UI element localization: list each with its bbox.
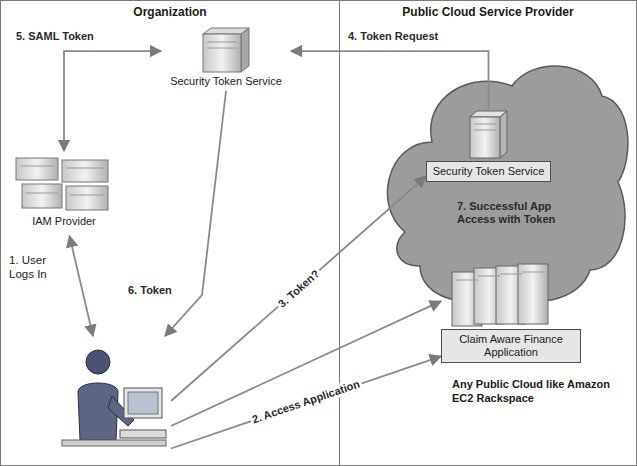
server-tower — [203, 28, 249, 72]
node-label: IAM Provider — [9, 215, 119, 228]
node-label: Security Token Service — [161, 75, 291, 88]
flow-arrow — [291, 51, 489, 109]
server-cluster — [16, 158, 58, 180]
node-label: 1. User Logs In — [9, 254, 67, 282]
user-node: 1. User Logs In — [51, 336, 171, 461]
step-label: 5. SAML Token — [14, 30, 96, 43]
step-label: 2. Access Application — [249, 377, 364, 427]
user-figure — [86, 350, 110, 374]
application-node: Claim Aware Finance Application — [441, 263, 581, 369]
server-node: IAM Provider — [9, 151, 119, 236]
server-rack — [522, 272, 544, 273]
flow-arrow — [70, 236, 94, 336]
server-tower — [500, 111, 507, 158]
server-cluster — [26, 193, 58, 194]
server-cluster — [70, 195, 104, 196]
server-cluster — [66, 168, 104, 169]
region-heading: Organization — [1, 5, 339, 19]
note-label: Any Public Cloud like Amazon EC2 Rackspa… — [452, 378, 630, 406]
user-figure — [62, 350, 166, 446]
server-tower — [207, 48, 237, 49]
server-tower — [241, 28, 249, 72]
server-node: Security Token Service — [161, 26, 291, 91]
server-cluster — [62, 160, 108, 182]
server-tower — [474, 124, 496, 125]
region-panel: OrganizationSecurity Token ServiceIAM Pr… — [0, 0, 340, 466]
step-label: 4. Token Request — [346, 30, 440, 43]
server-rack — [456, 280, 478, 281]
server-cluster — [66, 186, 108, 210]
step-label: 3. Token? — [274, 266, 324, 312]
server-rack — [452, 264, 548, 326]
server-cluster — [20, 166, 54, 167]
server-rack — [500, 274, 522, 275]
region-heading: Public Cloud Service Provider — [340, 5, 636, 19]
server-cluster — [16, 158, 108, 210]
user-figure — [128, 392, 158, 414]
server-tower — [470, 117, 500, 158]
user-figure — [62, 440, 166, 446]
step-label: 7. Successful App Access with Token — [455, 200, 561, 226]
flow-arrow — [171, 356, 441, 448]
flow-arrow — [165, 91, 226, 336]
server-rack — [518, 264, 548, 324]
server-rack — [478, 276, 500, 277]
server-cluster — [22, 184, 62, 208]
server-tower — [474, 130, 496, 131]
flow-arrow — [64, 51, 161, 151]
server-node: Security Token Service — [426, 109, 551, 193]
node-label-box: Security Token Service — [426, 161, 551, 182]
server-tower — [470, 111, 507, 158]
node-label-box: Claim Aware Finance Application — [441, 329, 581, 363]
server-tower — [207, 42, 237, 43]
server-tower — [203, 34, 241, 72]
user-figure — [120, 430, 166, 438]
user-figure — [124, 388, 162, 418]
step-label: 6. Token — [126, 284, 174, 297]
